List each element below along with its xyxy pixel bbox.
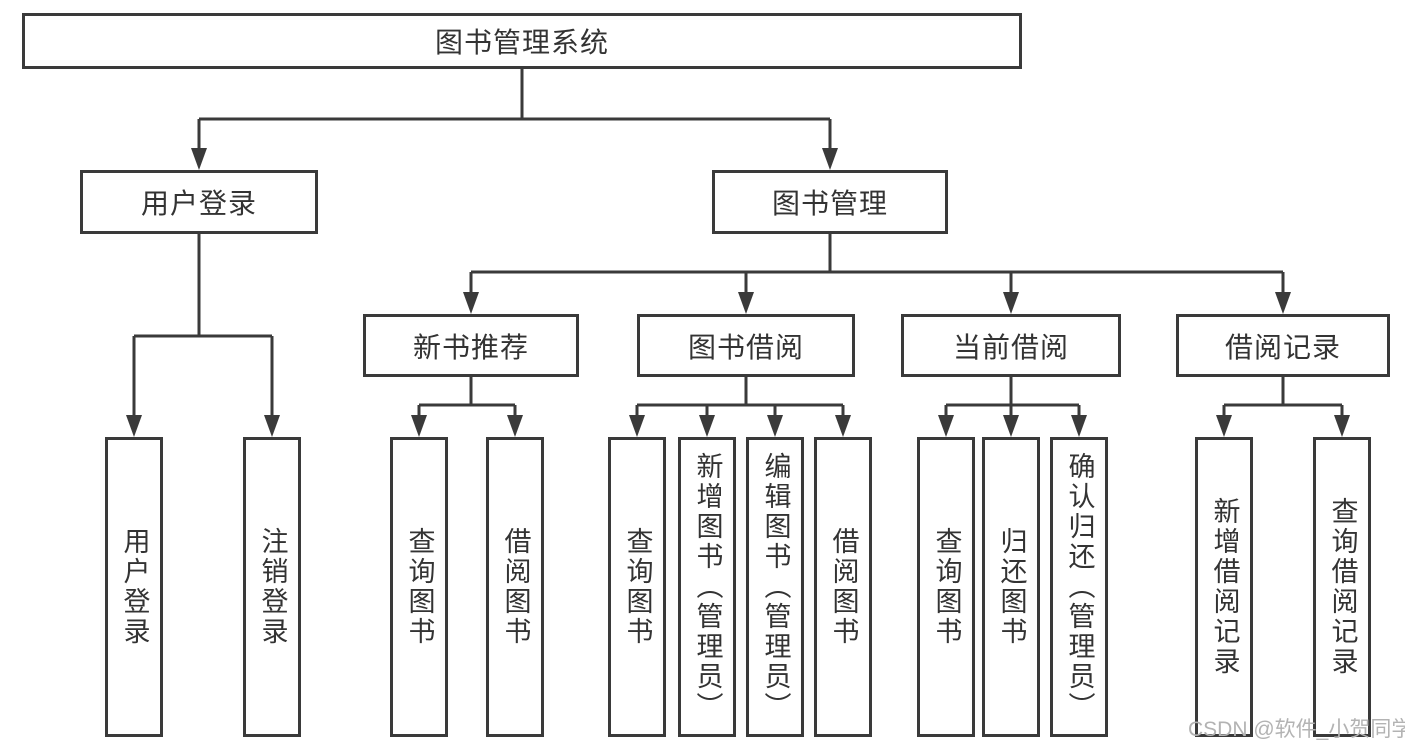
leaf-borrowing-borrow-books: 借阅图书 (814, 437, 872, 737)
leaf-user-login: 用户登录 (105, 437, 163, 737)
node-library-management-system: 图书管理系统 (22, 13, 1022, 69)
leaf-records-add-borrow-record: 新增借阅记录 (1195, 437, 1253, 737)
csdn-watermark: CSDN @软件_小贺同学 (1188, 718, 1405, 741)
leaf-current-query-books: 查询图书 (917, 437, 975, 737)
node-borrowing-records: 借阅记录 (1176, 314, 1390, 377)
node-current-borrowing: 当前借阅 (901, 314, 1121, 377)
leaf-recommend-borrow-books: 借阅图书 (486, 437, 544, 737)
leaf-borrowing-add-books-admin: 新增图书（管理员） (678, 437, 736, 737)
leaf-current-confirm-return-admin: 确认归还（管理员） (1050, 437, 1108, 737)
node-new-book-recommendation: 新书推荐 (363, 314, 579, 377)
leaf-borrowing-query-books: 查询图书 (608, 437, 666, 737)
node-book-borrowing: 图书借阅 (637, 314, 855, 377)
node-user-login: 用户登录 (80, 170, 318, 234)
leaf-logout: 注销登录 (243, 437, 301, 737)
leaf-borrowing-edit-books-admin: 编辑图书（管理员） (746, 437, 804, 737)
leaf-records-query-borrow-record: 查询借阅记录 (1313, 437, 1371, 737)
leaf-current-return-books: 归还图书 (982, 437, 1040, 737)
node-book-management: 图书管理 (712, 170, 948, 234)
leaf-recommend-query-books: 查询图书 (390, 437, 448, 737)
